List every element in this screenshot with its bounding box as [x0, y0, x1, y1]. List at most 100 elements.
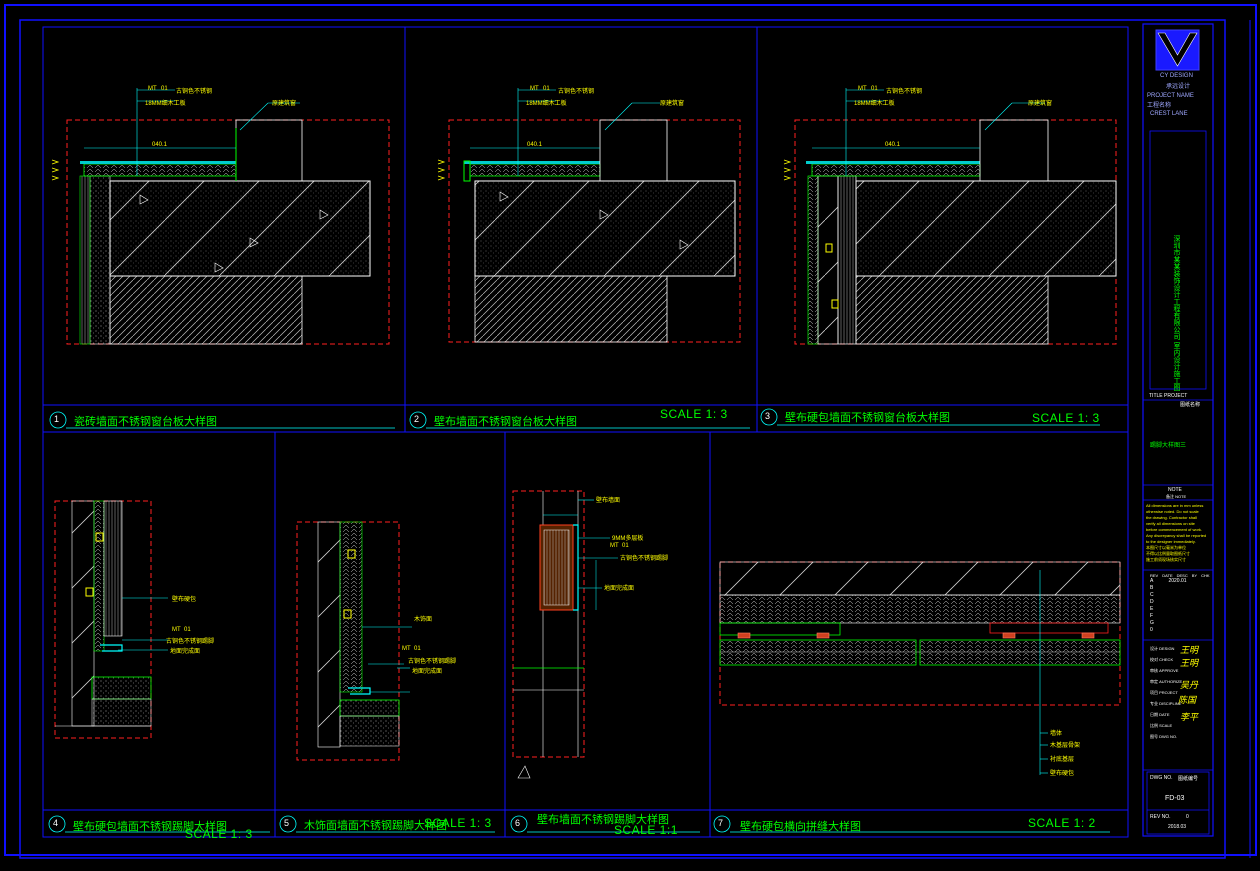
caption-4-title: 壁布硬包墙面不锈钢踢脚大样图: [73, 821, 227, 833]
rev-header: DATE: [1162, 573, 1173, 578]
company-name-cn: 承远设计: [1166, 84, 1191, 90]
drawing-date: 2018.03: [1168, 824, 1187, 830]
company-name-en: CY DESIGN: [1160, 73, 1193, 79]
caption-2-title: 壁布墙面不锈钢窗台板大样图: [434, 416, 577, 428]
rev-no-value: 0: [1186, 814, 1189, 820]
caption-5-number: 5: [284, 818, 290, 828]
callout-7-2: 木基层骨架: [1050, 743, 1081, 749]
tag-code-4: 01: [184, 627, 191, 633]
callout-6-1: 壁布墙面: [596, 498, 621, 504]
sign-label: 日期 DATE: [1150, 712, 1170, 717]
note-line: otherwise noted. Do not scale: [1146, 509, 1199, 514]
rev-row: D: [1150, 599, 1154, 605]
note-sub: 备注 NOTE: [1166, 494, 1187, 499]
tag-mt-2: MT: [530, 86, 539, 92]
caption-6-title: 壁布墙面不锈钢踢脚大样图: [537, 814, 669, 826]
note-line: before commencement of work.: [1146, 527, 1203, 532]
revision-header: REV DATE DESC BY CHK: [1150, 573, 1210, 578]
caption-3-scale: SCALE 1: 3: [1032, 411, 1100, 425]
callout-7-3: 衬底基层: [1050, 757, 1075, 763]
note-line: 本图尺寸以毫米为单位: [1146, 545, 1186, 550]
callout-4-2: 古铜色不锈钢踢脚: [166, 639, 215, 645]
caption-7-title: 壁布硬包横向拼缝大样图: [740, 821, 861, 833]
callout-2-1: 古铜色不锈钢: [558, 89, 595, 95]
tag-code-2: 01: [543, 86, 550, 92]
sheet-frame: [4, 4, 1257, 859]
callout-2-3: 原建筑窗: [660, 101, 685, 107]
caption-6-number: 6: [515, 818, 521, 828]
signature: 王明: [1180, 646, 1199, 656]
dim-1: 040.1: [152, 142, 168, 148]
rev-header: BY: [1191, 573, 1198, 578]
rev-header: CHK: [1201, 573, 1210, 578]
drawing-5: [296, 521, 412, 761]
caption-5-title: 木饰面墙面不锈钢踢脚大样图: [304, 820, 447, 832]
tag-mt-5: MT: [402, 646, 411, 652]
project-label: TITLE PROJECT: [1149, 393, 1188, 399]
tag-code: 01: [161, 86, 168, 92]
sign-label: 校对 CHECK: [1150, 657, 1174, 662]
callout-6-2: 9MM多层板: [612, 536, 644, 542]
callout-1-1: 古铜色不锈钢: [176, 89, 213, 95]
signature: 王明: [1180, 659, 1199, 669]
callout-4-3: 地面完成面: [170, 649, 201, 655]
caption-7-scale: SCALE 1: 2: [1028, 816, 1096, 830]
project-name-cn: 工程名称: [1147, 103, 1172, 109]
dim-3: 040.1: [885, 142, 901, 148]
caption-4-number: 4: [53, 818, 59, 828]
signature: 陈国: [1178, 696, 1197, 706]
sign-label: 审核 APPROVE: [1150, 668, 1179, 673]
signature: 李平: [1180, 713, 1199, 723]
dwg-no: FD-03: [1165, 795, 1185, 802]
revision-table: REV DATE DESC BY CHK A 2020.01 B C D E F…: [1150, 573, 1210, 634]
callout-3-3: 原建筑窗: [1028, 101, 1053, 107]
callout-3-2: 18MM细木工板: [854, 101, 895, 107]
sign-label: 审定 AUTHORIZE: [1150, 679, 1183, 684]
callout-6-4: 地面完成面: [604, 586, 635, 592]
sign-label: 专业 DISCIPLINE: [1150, 701, 1182, 706]
drawing-title: 踢脚大样图三: [1150, 443, 1187, 449]
callout-2-2: 18MM细木工板: [526, 101, 567, 107]
drawing-7: [719, 561, 1121, 775]
logo-icon: [1155, 29, 1200, 71]
tag-mt-3: MT: [858, 86, 867, 92]
drawing-6: [512, 490, 618, 779]
sign-label: 图号 DWG NO.: [1150, 734, 1178, 739]
signature: 吴丹: [1180, 681, 1199, 691]
signoff-block: 设计 DESIGN 校对 CHECK 审核 APPROVE 审定 AUTHORI…: [1150, 643, 1210, 742]
callout-4-1: 壁布硬包: [172, 597, 197, 603]
drawing-1: [51, 88, 390, 345]
dwg-no-label: DWG NO.: [1150, 775, 1173, 781]
callout-5-2: 古铜色不锈钢踢脚: [408, 659, 457, 665]
caption-7-number: 7: [718, 818, 724, 828]
callout-5-3: 地面完成面: [412, 669, 443, 675]
rev-row: B: [1150, 585, 1154, 591]
sign-label: 设计 DESIGN: [1150, 646, 1175, 651]
rev-row: E: [1150, 606, 1154, 612]
tag-mt-6: MT: [610, 543, 619, 549]
callout-3-1: 古铜色不锈钢: [886, 89, 923, 95]
caption-3-title: 壁布硬包墙面不锈钢窗台板大样图: [785, 412, 950, 424]
rev-no-label: REV NO.: [1150, 814, 1171, 820]
client-name: CREST LANE: [1150, 111, 1188, 117]
drawing-2: [437, 88, 741, 343]
tag-code-3: 01: [871, 86, 878, 92]
note-label: NOTE: [1168, 487, 1182, 493]
caption-4-scale: SCALE 1: 3: [185, 827, 253, 841]
callout-1-3: 原建筑窗: [272, 101, 297, 107]
rev-row: G: [1150, 620, 1154, 626]
tag-code-5: 01: [414, 646, 421, 652]
rev-header: REV: [1150, 573, 1159, 578]
project-name-label: PROJECT NAME: [1147, 93, 1194, 99]
tag-mt-4: MT: [172, 627, 181, 633]
callout-7-4: 壁布硬包: [1050, 771, 1075, 777]
rev-row: C: [1150, 592, 1154, 598]
sign-label: 比例 SCALE: [1150, 723, 1173, 728]
title-block: [1143, 130, 1213, 835]
callout-5-1: 木饰面: [414, 617, 433, 623]
callout-6-3: 古铜色不锈钢踢脚: [620, 556, 669, 562]
note-line: the drawing. Contractor shall: [1146, 515, 1197, 520]
caption-3-number: 3: [765, 411, 771, 421]
callout-1-2: 18MM细木工板: [145, 101, 186, 107]
